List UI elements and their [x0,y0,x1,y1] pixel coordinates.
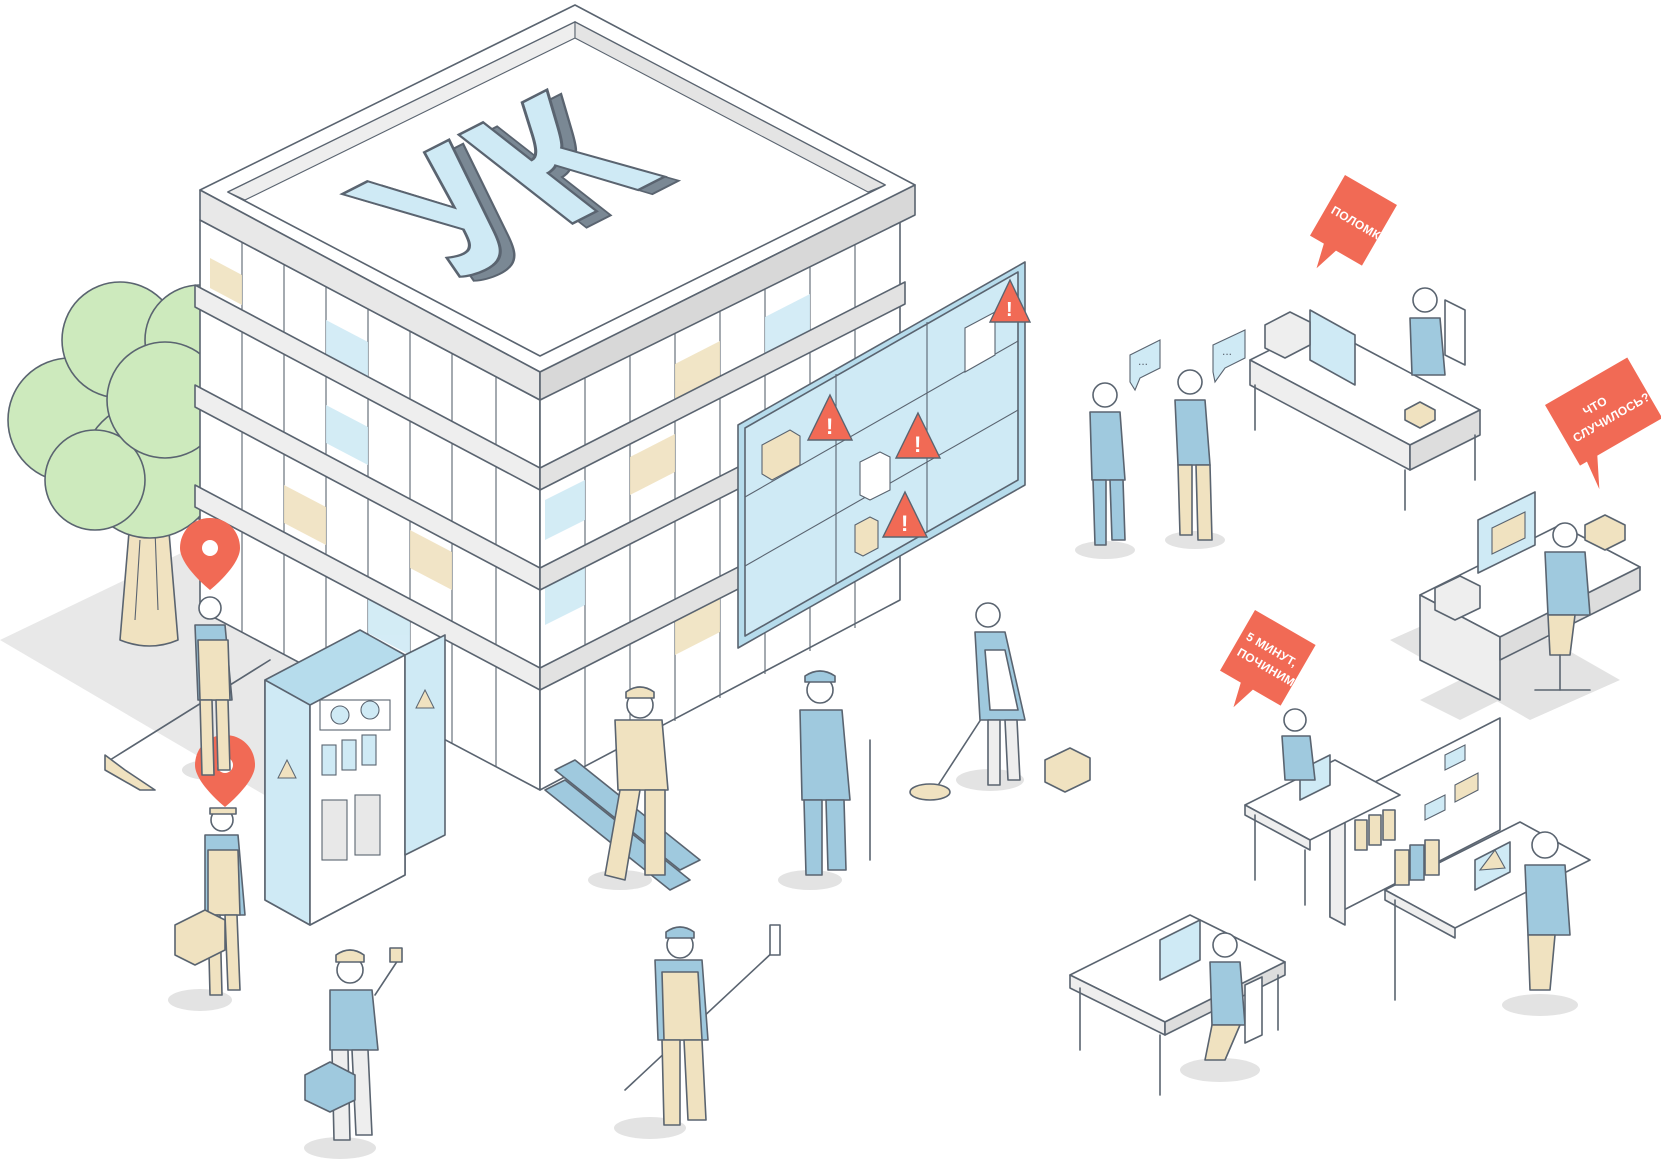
svg-text:!: ! [914,432,921,457]
laptop-icon [1159,919,1201,981]
phone-icon [1404,401,1436,429]
office-desk-phone [1249,287,1481,511]
chat-bubble-left-text: ... [1138,354,1148,368]
map-pin-icon [180,518,240,590]
warning-icon: ! [806,393,854,441]
office-desk-monitor [1419,491,1641,701]
speech-bubble-breakdown: ПОЛОМКА [1310,175,1397,269]
chat-bubble-left: ... [1129,339,1161,392]
building: УК УК [194,4,916,791]
worker-toolbox [174,807,246,996]
warning-icon: ! [894,411,942,459]
chat-bubble-right-text: ... [1222,344,1232,358]
office-cubicles [1244,708,1591,1001]
printer-icon [1434,575,1481,621]
people-talking [1089,369,1213,546]
printer-icon [1264,311,1311,359]
speech-bubble-what-happened: ЧТО СЛУЧИЛОСЬ? [1545,357,1661,490]
warning-icon: ! [988,278,1032,323]
worker-ladder [544,686,701,891]
phone-icon [1584,514,1626,551]
svg-text:!: ! [901,511,908,536]
svg-text:!: ! [1006,299,1013,321]
alert-display-board: ! ! ! ! [737,261,1032,649]
worker-electrician [304,947,403,1141]
electrical-cabinet [264,629,446,926]
warning-icon: ! [881,490,929,538]
building-window-tints [210,258,810,655]
worker-janitor [799,670,871,876]
chat-bubble-right: ... [1212,329,1246,384]
worker-cleaner [909,602,1091,801]
svg-text:!: ! [826,414,833,439]
electric-hazard-icon [277,688,435,779]
speech-bubble-five-minutes: 5 МИНУТ, ПОЧИНИМ [1220,610,1316,708]
worker-painter [624,924,781,1126]
worker-gardener [104,596,271,791]
office-desk-laptop [1069,914,1286,1096]
